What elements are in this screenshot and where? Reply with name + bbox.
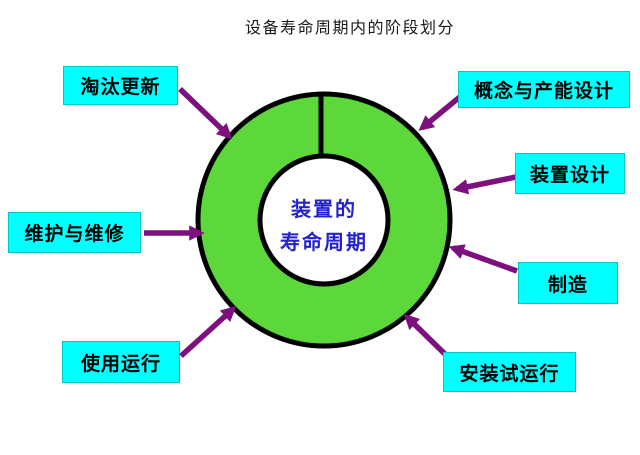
stage-box-obsolescence-renewal: 淘汰更新	[63, 66, 178, 105]
arrow-obsolescence-icon	[178, 87, 233, 140]
stage-box-concept-design: 概念与产能设计	[458, 71, 630, 108]
ring-center-line2: 寿命周期	[280, 232, 368, 254]
stage-box-installation-commissioning: 安装试运行	[443, 352, 576, 392]
ring-center-line1: 装置的	[291, 199, 357, 221]
stage-box-manufacturing: 制造	[518, 262, 618, 304]
stage-label: 淘汰更新	[80, 77, 161, 98]
stage-label: 使用运行	[80, 353, 161, 375]
arrow-manufacturing-icon	[448, 244, 518, 274]
stage-box-operation: 使用运行	[62, 341, 180, 383]
stage-label: 制造	[547, 274, 588, 296]
arrow-installation-icon	[403, 313, 450, 359]
stage-box-plant-design: 装置设计	[515, 153, 625, 194]
stage-box-maintenance-repair: 维护与维修	[8, 212, 141, 253]
stage-label: 装置设计	[529, 165, 610, 186]
lifecycle-ring-hole	[257, 153, 391, 287]
diagram-title: 设备寿命周期内的阶段划分	[244, 20, 455, 37]
stage-label: 概念与产能设计	[473, 81, 614, 102]
arrow-concept-design-icon	[418, 93, 463, 131]
stage-label: 维护与维修	[24, 224, 125, 245]
arrow-operation-icon	[179, 305, 237, 359]
stage-label: 安装试运行	[459, 363, 560, 385]
arrow-plant-design-icon	[452, 174, 517, 195]
ring-center-label: 装置的 寿命周期	[254, 194, 394, 260]
